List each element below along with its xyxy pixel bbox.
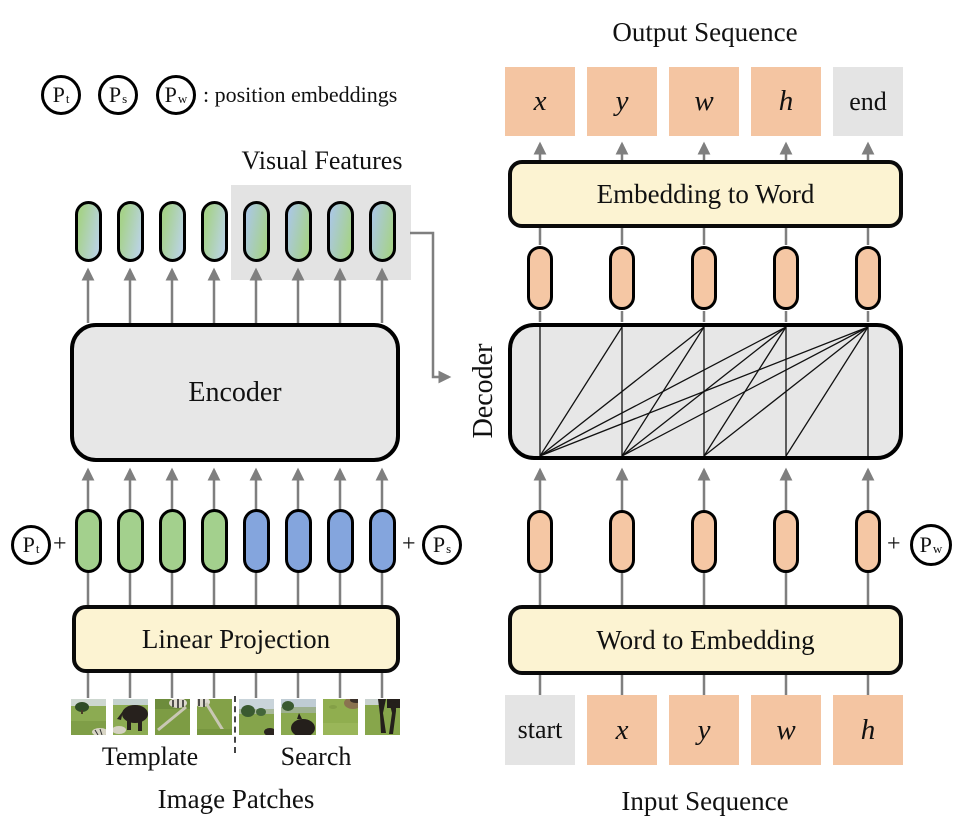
linear-projection-block: Linear Projection	[72, 605, 400, 673]
plus-right: +	[402, 531, 416, 557]
output-token-w: w	[669, 67, 739, 136]
output-token-end: end	[833, 67, 903, 136]
image-patch-6	[280, 699, 316, 735]
search-label: Search	[280, 742, 352, 771]
template-embedding-capsule	[200, 509, 228, 573]
encoder-to-features-arrows	[81, 267, 389, 323]
image-patch-7	[322, 699, 358, 735]
word-embedding-capsule	[855, 510, 881, 573]
plus-word: +	[887, 531, 901, 557]
visual-feature-capsule	[158, 201, 186, 262]
word-embedding-capsule	[609, 510, 635, 573]
patch-grass-hooves-icon	[322, 699, 358, 735]
patch-fence-diagonal-icon	[196, 699, 232, 735]
patch-fence-diagonal-icon	[154, 699, 190, 735]
legend-pt-base: P	[52, 82, 65, 107]
search-embedding-capsule	[368, 509, 396, 573]
word-to-embedding-label: Word to Embedding	[596, 624, 815, 655]
visual-features-title: Visual Features	[241, 146, 403, 175]
image-patch-8	[364, 699, 400, 735]
visual-feature-capsule	[242, 201, 270, 262]
pt-sub: t	[35, 540, 40, 556]
patch-horse-icon	[112, 699, 148, 735]
template-search-separator	[234, 696, 236, 753]
decoder-output-capsule	[527, 246, 553, 310]
template-embedding-capsule	[74, 509, 102, 573]
legend-caption: : position embeddings	[203, 82, 398, 107]
word-to-embedding-block: Word to Embedding	[508, 605, 903, 675]
search-embedding-capsule	[326, 509, 354, 573]
output-sequence-title: Output Sequence	[612, 17, 798, 47]
image-patch-1	[70, 699, 106, 735]
embedding-to-word-block: Embedding to Word	[508, 160, 903, 228]
output-token-y: y	[587, 67, 657, 136]
decoder-output-capsule	[855, 246, 881, 310]
output-token-h: h	[751, 67, 821, 136]
encoder-block: Encoder	[70, 323, 400, 462]
output-token-x: x	[505, 67, 575, 136]
features-to-decoder-connector	[410, 231, 452, 384]
template-label: Template	[101, 742, 199, 771]
visual-feature-capsule	[284, 201, 312, 262]
input-token-h: h	[833, 695, 903, 765]
image-patch-3	[154, 699, 190, 735]
patch-trees-hills-icon	[238, 699, 274, 735]
legend-pw-base: P	[164, 82, 177, 107]
template-embedding-capsule	[158, 509, 186, 573]
input-sequence-title: Input Sequence	[621, 786, 789, 816]
linear-projection-label: Linear Projection	[141, 623, 331, 654]
decoder-to-embedding-lines	[538, 228, 870, 322]
image-patch-5	[238, 699, 274, 735]
input-token-start: start	[505, 695, 575, 765]
patches-to-projection-lines	[86, 672, 384, 698]
search-embedding-capsule	[242, 509, 270, 573]
input-token-x: x	[587, 695, 657, 765]
pw-sub: w	[932, 540, 943, 556]
ps-base: P	[432, 532, 446, 557]
encoder-label: Encoder	[188, 376, 282, 408]
visual-feature-capsule	[326, 201, 354, 262]
decoder-output-capsule	[691, 246, 717, 310]
word-embedding-capsule	[691, 510, 717, 573]
embedding-to-word-label: Embedding to Word	[596, 178, 815, 209]
legend-pw-sub: w	[177, 90, 188, 106]
template-embedding-capsule	[116, 509, 144, 573]
visual-feature-capsule	[200, 201, 228, 262]
input-token-y: y	[669, 695, 739, 765]
patch-horse-legs-icon	[364, 699, 400, 735]
causal-attention-lines	[539, 327, 869, 456]
decoder-label: Decoder	[468, 343, 499, 439]
visual-feature-capsule	[116, 201, 144, 262]
ps-sub: s	[446, 540, 452, 556]
input-to-wordembed-lines	[538, 674, 870, 696]
image-patch-2	[112, 699, 148, 735]
plus-left: +	[53, 531, 67, 557]
decoder-block	[508, 323, 903, 460]
legend-ps-sub: s	[122, 90, 128, 106]
search-embedding-capsule	[284, 509, 312, 573]
word-embedding-capsule	[773, 510, 799, 573]
pt-base: P	[22, 532, 35, 557]
pw-base: P	[919, 532, 932, 557]
visual-feature-capsule	[368, 201, 396, 262]
patch-grass-tree-icon	[70, 699, 106, 735]
word-embedding-capsule	[527, 510, 553, 573]
decoder-output-capsule	[609, 246, 635, 310]
legend-pt-sub: t	[65, 90, 70, 106]
embedding-to-output-arrows	[533, 141, 875, 161]
patch-horse-head-icon	[280, 699, 316, 735]
legend-ps-base: P	[108, 82, 122, 107]
image-patches-caption: Image Patches	[157, 784, 315, 814]
decoder-output-capsule	[773, 246, 799, 310]
image-patch-4	[196, 699, 232, 735]
input-token-w: w	[751, 695, 821, 765]
visual-feature-capsule	[74, 201, 102, 262]
